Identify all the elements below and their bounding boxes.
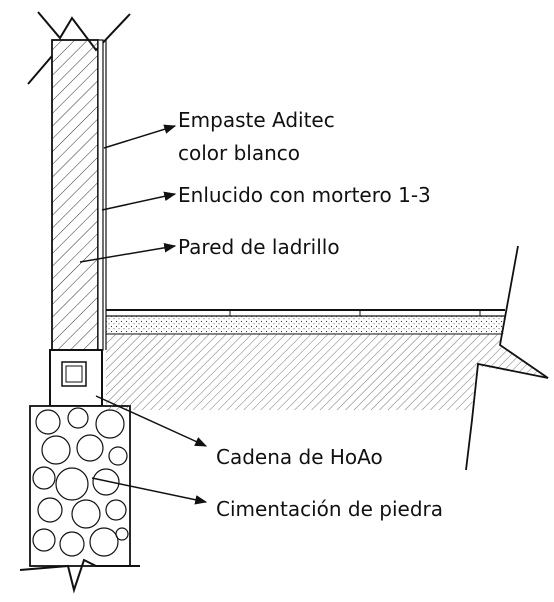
label-enlucido: Enlucido con mortero 1-3 [178,183,431,207]
arrow-cadena [95,395,208,447]
brick-wall [51,39,99,351]
bottom-break-line [19,558,140,594]
arrow-empaste [103,124,177,149]
arrow-cimentacion [91,477,208,505]
arrow-enlucido [101,191,177,211]
tie-beam [49,349,103,407]
floor-slab [106,309,548,410]
stone-foundation [29,405,131,567]
label-empaste-line1: Empaste Aditec [178,108,335,132]
top-break-line [27,11,131,85]
right-break-line [465,245,549,471]
arrow-pared [79,243,177,263]
leader-arrows [79,124,208,505]
labels: Empaste Aditec color blanco Enlucido con… [178,108,443,521]
plaster-layers [97,39,107,351]
label-cimentacion: Cimentación de piedra [216,497,443,521]
label-pared: Pared de ladrillo [178,235,340,259]
label-empaste-line2: color blanco [178,141,300,165]
label-cadena: Cadena de HoAo [216,445,383,469]
